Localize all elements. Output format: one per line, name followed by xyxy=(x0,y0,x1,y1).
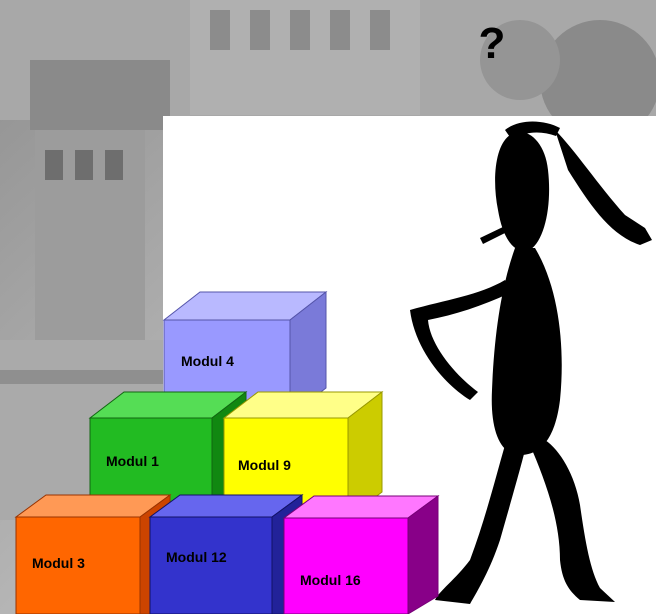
module-cube: Modul 16 xyxy=(282,495,440,614)
module-label: Modul 4 xyxy=(181,353,234,369)
module-label: Modul 16 xyxy=(300,572,361,588)
module-pyramid: Modul 4 Modul 1 Modul 9 Modul 3 xyxy=(14,290,440,614)
module-label: Modul 12 xyxy=(166,549,227,565)
question-mark: ? xyxy=(479,19,506,68)
module-cube: Modul 12 xyxy=(148,494,304,614)
module-label: Modul 9 xyxy=(238,457,291,473)
thinking-person-icon xyxy=(410,121,652,604)
module-cube: Modul 3 xyxy=(14,494,172,614)
module-label: Modul 1 xyxy=(106,453,159,469)
module-label: Modul 3 xyxy=(32,555,85,571)
